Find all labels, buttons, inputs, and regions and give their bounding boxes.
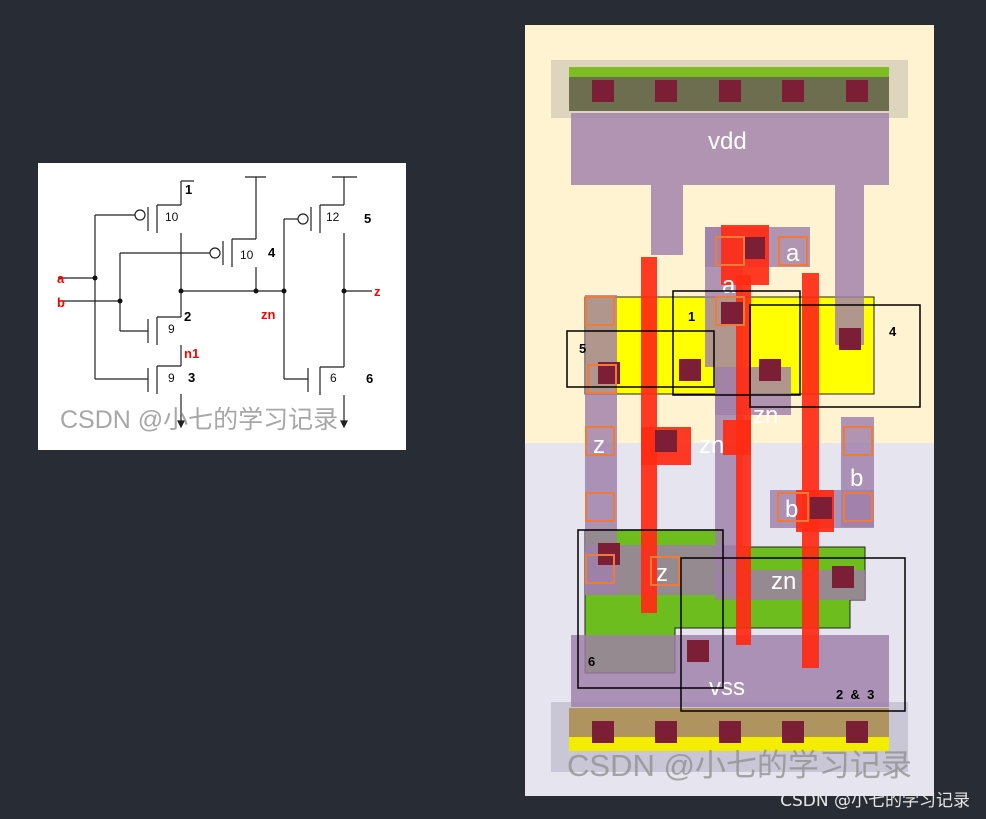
t4-size: 10 <box>240 248 254 262</box>
t3-size: 9 <box>168 371 175 385</box>
z-left-label: z <box>593 432 605 459</box>
t1-size: 10 <box>165 210 179 224</box>
transistor-2 <box>95 291 182 363</box>
vdd-label: vdd <box>708 128 747 155</box>
t6-size: 6 <box>330 371 337 385</box>
a-poly-label: a <box>722 272 736 299</box>
schematic-panel: 10 10 12 9 9 6 1 4 5 2 3 6 a b zn n1 z C… <box>38 163 406 450</box>
zn-lower-label: zn <box>771 568 796 595</box>
poly-layer <box>641 225 834 668</box>
box-1 <box>672 290 801 396</box>
t3-index: 3 <box>188 370 195 385</box>
box-5-label: 5 <box>579 341 586 356</box>
input-b-label: b <box>57 295 65 310</box>
transistor-5 <box>283 176 357 380</box>
input-a-label: a <box>57 271 65 286</box>
box-4-label: 4 <box>889 324 897 339</box>
t2-size: 9 <box>168 322 175 336</box>
box-2-3-label: 2 & 3 <box>836 687 874 702</box>
box-5 <box>566 330 715 388</box>
a-pin-label: a <box>786 240 800 267</box>
transistor-4 <box>119 176 266 301</box>
box-2-3 <box>680 557 906 712</box>
contacts <box>592 80 868 743</box>
zn-upper-label: zn <box>753 402 778 429</box>
t5-size: 12 <box>326 210 340 224</box>
schematic-watermark: CSDN @小七的学习记录 <box>60 406 338 434</box>
page-watermark: CSDN @小七的学习记录 <box>780 791 970 811</box>
box-4 <box>749 304 921 408</box>
transistor-1 <box>95 180 194 291</box>
t1-index: 1 <box>185 182 192 197</box>
transistor-3 <box>58 215 182 421</box>
layout-panel: vdd vss a a zn zn zn z z b b 1 4 5 6 2 &… <box>525 25 934 796</box>
box-6 <box>577 529 724 689</box>
annotation-boxes <box>566 290 921 712</box>
net-n1-label: n1 <box>184 346 199 361</box>
zn-mid-label: zn <box>699 432 724 459</box>
schematic-diagram: 10 10 12 9 9 6 1 4 5 2 3 6 a b zn n1 z C… <box>57 176 381 434</box>
vss-rail-bottom <box>569 737 889 751</box>
t6-index: 6 <box>366 371 373 386</box>
box-6-label: 6 <box>588 654 595 669</box>
layout-watermark: CSDN @小七的学习记录 <box>567 748 912 783</box>
b-right-label: b <box>850 465 863 492</box>
z-lower-label: z <box>656 560 668 587</box>
t2-index: 2 <box>184 309 191 324</box>
output-z-label: z <box>374 284 381 299</box>
transistor-6 <box>307 366 345 421</box>
t5-index: 5 <box>364 211 371 226</box>
box-1-label: 1 <box>688 309 695 324</box>
vdd-rail-top <box>569 67 889 77</box>
via-markers <box>585 236 873 586</box>
net-zn-label: zn <box>261 307 276 322</box>
layout-diagram: vdd vss a a zn zn zn z z b b 1 4 5 6 2 &… <box>525 25 934 796</box>
b-pin-label: b <box>785 496 798 523</box>
t4-index: 4 <box>268 245 276 260</box>
